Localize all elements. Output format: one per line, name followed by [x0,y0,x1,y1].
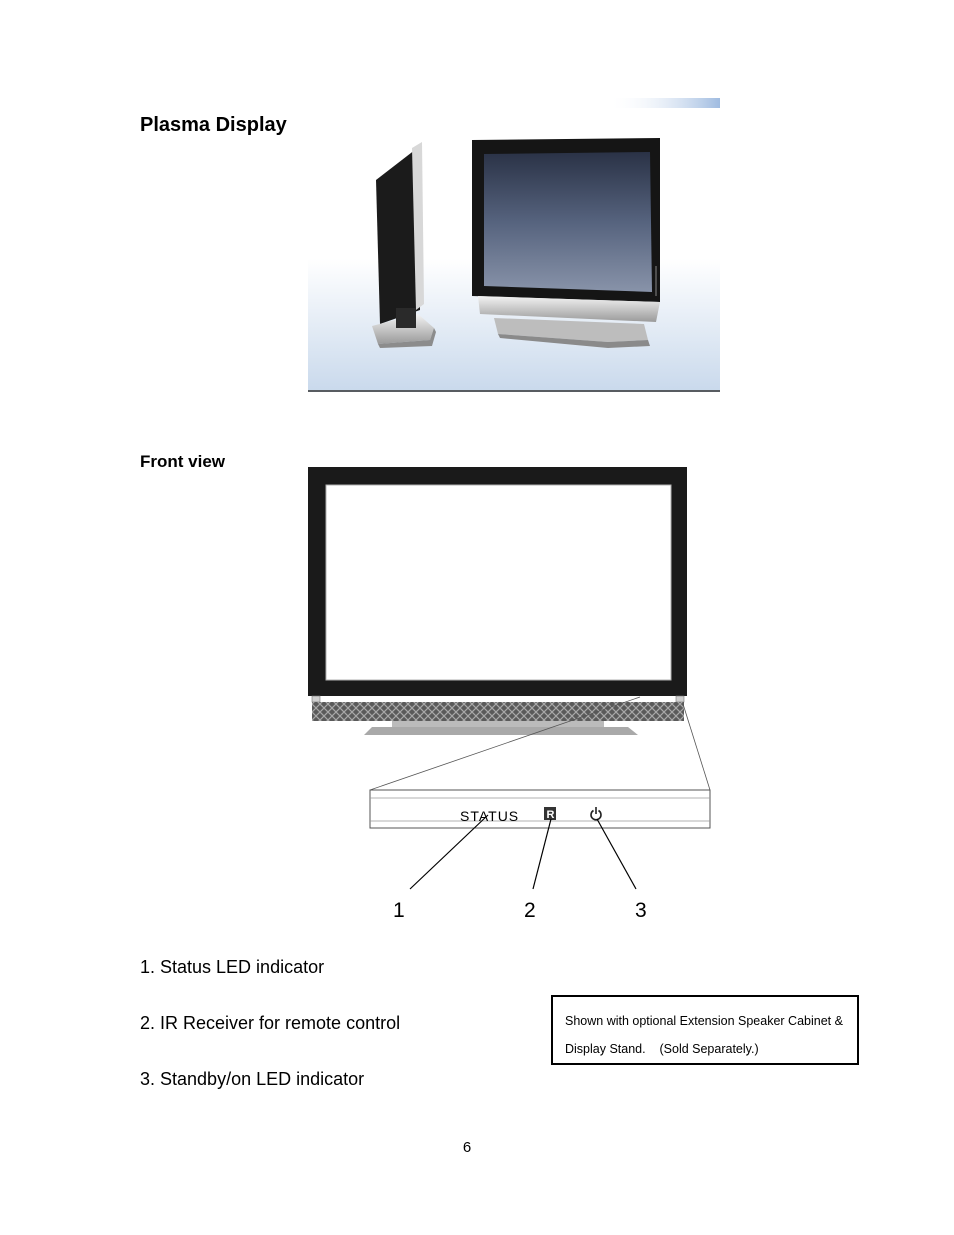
front-view-heading: Front view [140,452,226,471]
status-label: STATUS [460,808,519,824]
note-box: Shown with optional Extension Speaker Ca… [551,995,859,1065]
page-title: Plasma Display [140,114,287,136]
side-view-display [372,142,436,348]
callout-number-2: 2 [524,899,536,922]
ir-label: R [547,809,555,821]
page-number: 6 [462,1139,472,1156]
callout-line-1 [409,814,489,890]
callout-number-1: 1 [393,899,405,922]
note-line-1: Shown with optional Extension Speaker Ca… [565,1014,843,1028]
front-view-diagram: STATUS R [308,467,711,890]
legend-item-ir-receiver: 2. IR Receiver for remote control [140,1013,401,1033]
legend-item-status-led: 1. Status LED indicator [140,957,325,977]
ir-receiver-icon [544,807,556,820]
control-panel-closeup [369,789,711,829]
product-photo [308,96,720,392]
front-view-display [472,138,660,348]
power-icon [590,807,602,821]
display-stand [364,727,638,735]
display-screen [325,484,672,681]
speaker-cabinet [312,702,684,721]
callout-number-3: 3 [635,899,647,922]
legend-item-standby-led: 3. Standby/on LED indicator [140,1069,365,1089]
callout-line-2 [532,818,552,890]
callout-line-3 [596,818,637,890]
note-line-2: Display Stand. (Sold Separately.) [565,1042,759,1056]
